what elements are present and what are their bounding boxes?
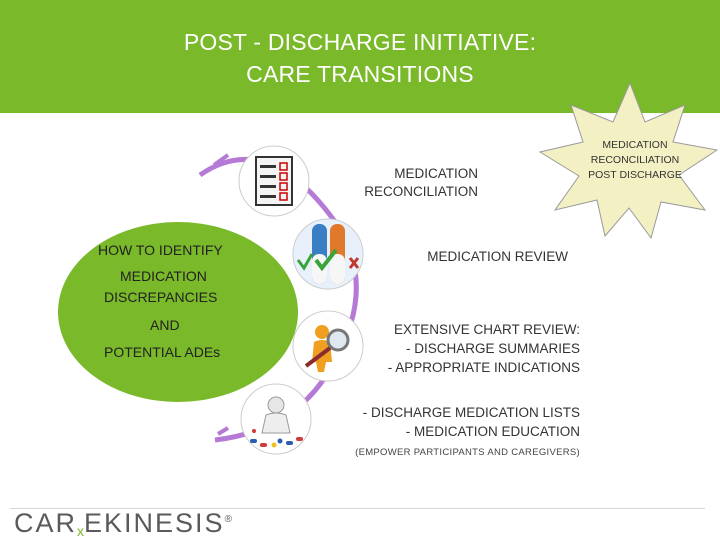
magnifier-person-icon	[292, 310, 364, 382]
pill-check-icon	[292, 218, 364, 290]
logo-part-2: E	[84, 508, 104, 538]
step-reconciliation: MEDICATION RECONCILIATION	[330, 166, 478, 199]
carekinesis-logo: CARxEKINESIS®	[14, 508, 232, 539]
step-chart-review-line-1: EXTENSIVE CHART REVIEW:	[360, 320, 580, 339]
step-reconciliation-line-2: RECONCILIATION	[330, 184, 478, 199]
badge-line-3: POST DISCHARGE	[565, 168, 705, 183]
blob-line-3: DISCREPANCIES	[104, 289, 217, 305]
blob-line-1: HOW TO IDENTIFY	[98, 242, 223, 258]
step-education-line-2: - MEDICATION EDUCATION	[330, 422, 580, 441]
blob-line-2: MEDICATION	[120, 268, 207, 284]
badge-line-2: RECONCILIATION	[565, 153, 705, 168]
step-chart-review-line-3: - APPROPRIATE INDICATIONS	[360, 358, 580, 377]
logo-registered-mark: ®	[225, 514, 232, 525]
badge-line-1: MEDICATION	[565, 138, 705, 153]
step-review: MEDICATION REVIEW	[400, 249, 568, 264]
logo-part-3: KINESIS	[104, 508, 225, 538]
step-chart-review: EXTENSIVE CHART REVIEW: - DISCHARGE SUMM…	[360, 320, 580, 377]
blob-line-5: POTENTIAL ADEs	[104, 344, 220, 360]
step-education: - DISCHARGE MEDICATION LISTS - MEDICATIO…	[330, 403, 580, 462]
step-chart-review-line-2: - DISCHARGE SUMMARIES	[360, 339, 580, 358]
sick-person-pills-icon	[240, 383, 312, 455]
logo-part-1: CAR	[14, 508, 77, 538]
step-education-line-1: - DISCHARGE MEDICATION LISTS	[330, 403, 580, 422]
step-reconciliation-line-1: MEDICATION	[330, 166, 478, 181]
blob-line-4: AND	[150, 317, 180, 333]
badge-text: MEDICATION RECONCILIATION POST DISCHARGE	[565, 138, 705, 183]
step-education-line-3: (EMPOWER PARTICIPANTS AND CAREGIVERS)	[330, 443, 580, 462]
logo-rx-mark: x	[77, 523, 84, 539]
checklist-icon	[238, 145, 310, 217]
